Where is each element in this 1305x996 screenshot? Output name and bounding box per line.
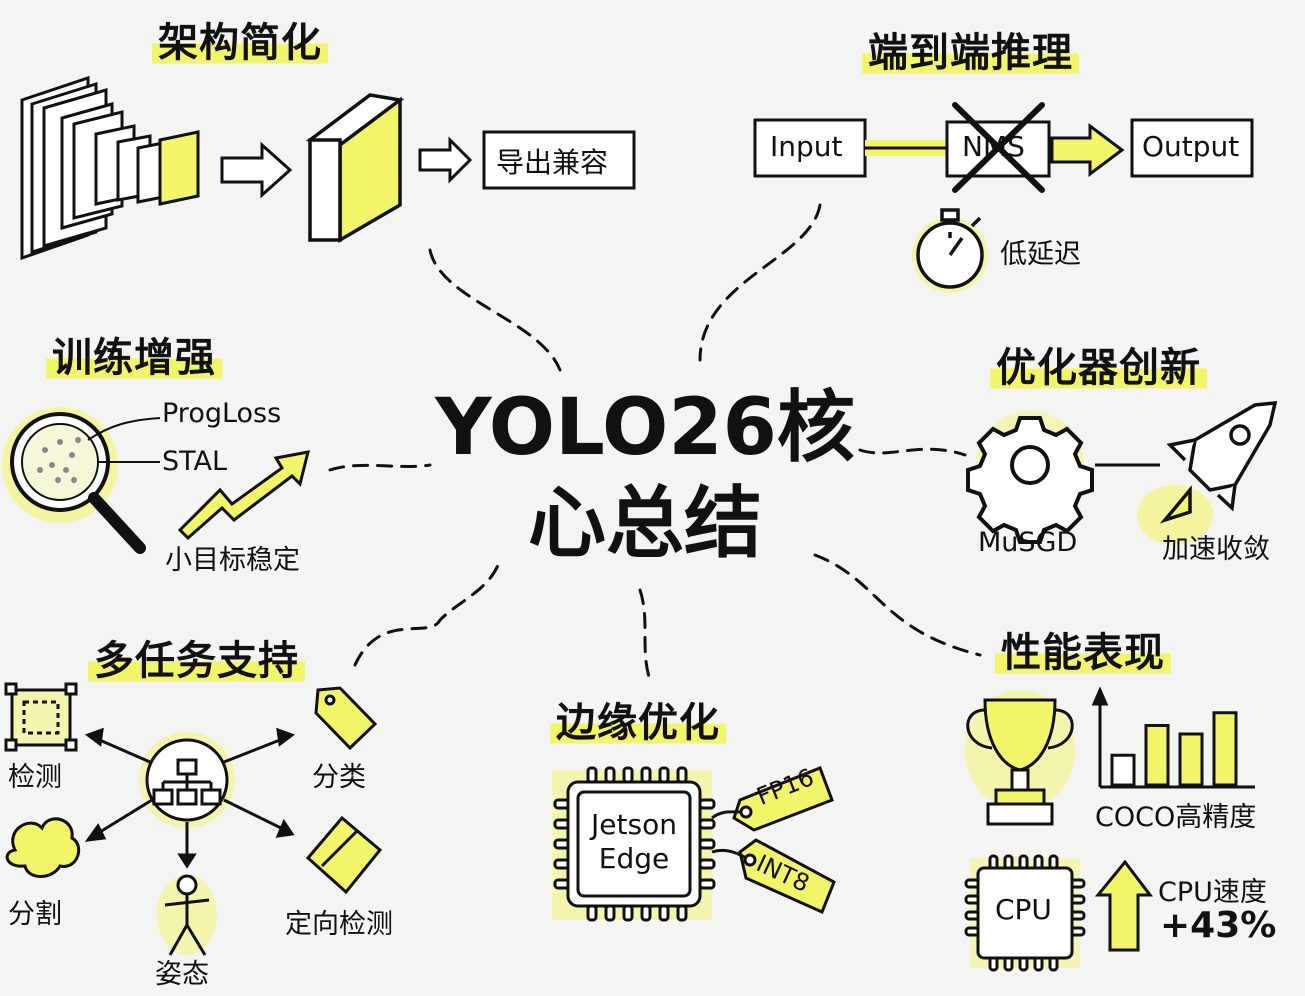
magnifier-icon: [2, 407, 146, 554]
e2e-title: 端到端推理: [862, 20, 1079, 78]
chip-label-line2: Edge: [598, 842, 670, 875]
callout-line: [87, 417, 161, 441]
bar-2: [1144, 724, 1170, 787]
pose-label: 姿态: [155, 959, 209, 990]
chip-label-line1: Jetson: [591, 808, 677, 841]
arch-title: 架构简化: [152, 10, 328, 68]
cpu-chip-label: CPU: [995, 893, 1052, 926]
cpu-gain-label: +43%: [1160, 905, 1277, 946]
connector-edge: [638, 588, 652, 682]
tag-int8-icon: [711, 838, 836, 915]
person-icon: [157, 874, 217, 956]
output-label: Output: [1142, 130, 1240, 163]
detect-label: 检测: [8, 762, 62, 793]
stal-label: STAL: [162, 446, 228, 477]
train-title: 训练增强: [46, 325, 222, 383]
cpu-chip-icon: [964, 854, 1086, 972]
center-title: YOLO26核 心总结: [430, 380, 860, 572]
tag-fp16-icon: [711, 766, 834, 832]
bar-1: [1110, 753, 1136, 787]
layer-stack-icon: [20, 75, 200, 261]
classify-label: 分类: [312, 762, 366, 793]
trend-arrow-icon: [177, 450, 311, 541]
connector-train: [328, 463, 432, 472]
connector-optim: [858, 447, 967, 457]
input-label: Input: [770, 130, 843, 163]
cloud-shape-icon: [5, 817, 81, 878]
bar-3: [1178, 732, 1204, 787]
up-arrow-icon: [1094, 859, 1154, 952]
center-title-line2: 心总结: [527, 479, 762, 569]
gear-icon: [966, 411, 1094, 544]
cpu-speed-label: CPU速度: [1158, 877, 1267, 908]
nms-label: NMS: [962, 130, 1025, 163]
simplified-block-icon: [305, 93, 405, 244]
connector-e2e: [698, 203, 822, 362]
optim-title: 优化器创新: [990, 335, 1207, 393]
rocket-icon: [1137, 401, 1278, 545]
converge-label: 加速收敛: [1162, 534, 1270, 565]
stopwatch-icon: [912, 208, 988, 293]
chip-label: Jetson Edge: [588, 808, 680, 876]
axis-lines: [1091, 686, 1255, 789]
export-box: [482, 130, 636, 190]
connector-multitask: [353, 558, 502, 667]
coco-label: COCO高精度: [1095, 802, 1257, 833]
chip-icon: [552, 766, 716, 922]
connector-arch: [428, 248, 562, 372]
progloss-label: ProgLoss: [162, 398, 282, 429]
arrow-icons: [84, 727, 296, 869]
musgd-label: MuSGD: [978, 527, 1078, 558]
bar-4: [1212, 711, 1238, 787]
edge-title: 边缘优化: [550, 690, 726, 748]
export-label: 导出兼容: [496, 146, 609, 179]
output-box: [1130, 118, 1254, 178]
connector-perf: [813, 553, 982, 657]
tag-icon: [314, 686, 378, 751]
arrow-right-icon: [1050, 123, 1125, 177]
cross-out-icon: [952, 102, 1045, 193]
multitask-title: 多任务支持: [88, 628, 305, 686]
trophy-icon: [965, 690, 1075, 826]
small-object-label: 小目标稳定: [165, 545, 300, 576]
center-title-line1: YOLO26核: [435, 383, 855, 473]
oriented-box-icon: [305, 815, 383, 895]
latency-label: 低延迟: [1000, 239, 1081, 270]
hierarchy-icon: [139, 732, 235, 828]
obb-label: 定向检测: [285, 909, 393, 940]
perf-title: 性能表现: [995, 620, 1171, 678]
bar-chart: [1110, 711, 1238, 787]
arrow-right-icon: [418, 136, 473, 184]
segment-label: 分割: [8, 899, 62, 930]
detect-box-icon: [4, 682, 78, 752]
arrow-right-icon: [220, 141, 293, 199]
